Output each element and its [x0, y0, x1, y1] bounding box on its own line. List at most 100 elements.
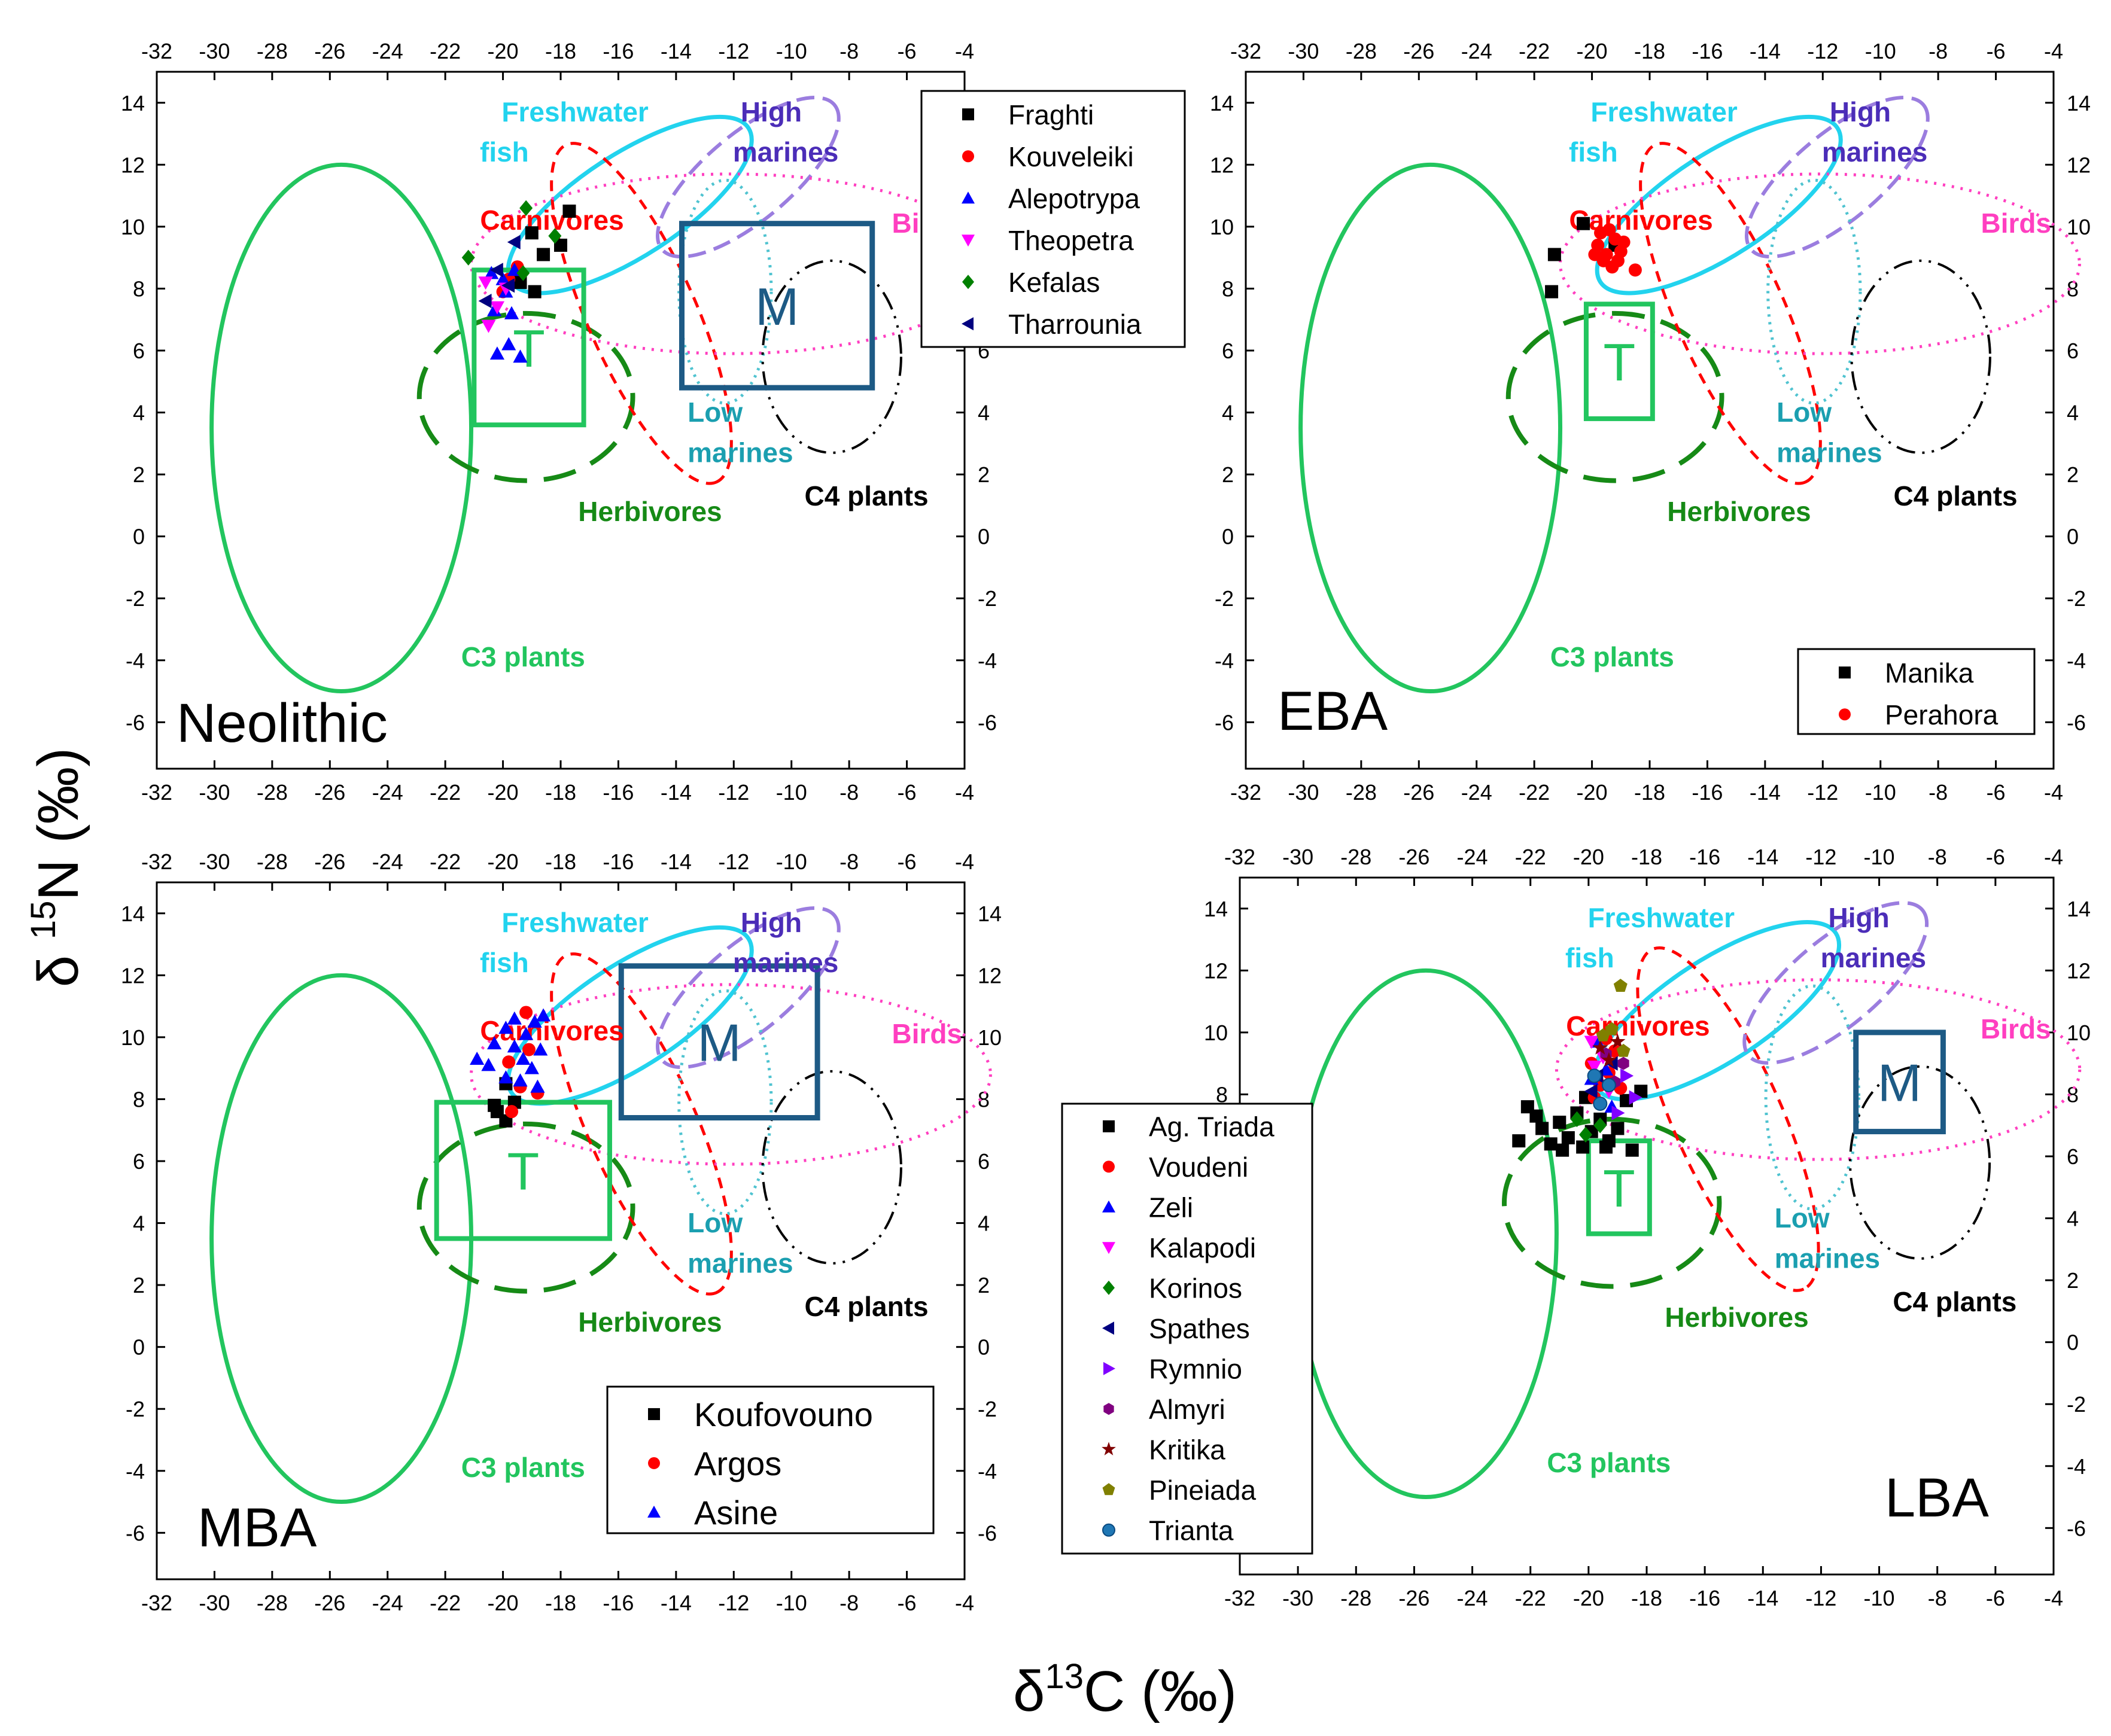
data-point — [1625, 1143, 1639, 1157]
legend-marker — [1102, 1242, 1115, 1254]
y-tick-label-left: 8 — [133, 276, 145, 301]
legend-marker — [1102, 1321, 1114, 1335]
x-tick-label-top: -32 — [1224, 845, 1255, 869]
data-point — [1584, 1035, 1599, 1049]
series-tharrounia — [478, 234, 521, 309]
y-tick-label-right: 10 — [978, 1025, 1002, 1050]
y-tick-label-left: 0 — [1222, 525, 1234, 549]
label-c4: C4 plants — [805, 1291, 929, 1322]
data-point — [507, 1039, 522, 1053]
data-point — [507, 1011, 522, 1025]
x-tick-label-bottom: -22 — [430, 1591, 461, 1615]
x-tick-label-bottom: -16 — [603, 1591, 634, 1615]
region-label-M: M — [698, 1013, 741, 1073]
data-points — [470, 1006, 551, 1128]
data-point — [502, 1055, 516, 1069]
data-point — [513, 1073, 528, 1087]
label-high: High — [741, 907, 802, 938]
data-point — [489, 263, 503, 278]
y-axis-label: δ 15N (‰) — [24, 748, 90, 988]
data-point — [1601, 1077, 1616, 1092]
y-tick-label-left: 8 — [133, 1087, 145, 1111]
x-tick-label-bottom: -18 — [1631, 1586, 1662, 1610]
data-point — [1613, 979, 1628, 992]
data-point — [478, 276, 493, 290]
data-point — [527, 1014, 542, 1028]
y-tick-label-right: 2 — [978, 1273, 990, 1298]
panel-eba: -32-32-30-30-28-28-26-26-24-24-22-22-20-… — [1210, 39, 2091, 805]
y-tick-label-right: -4 — [978, 1459, 997, 1484]
y-tick-label-left: 8 — [1216, 1082, 1228, 1107]
y-tick-label-right: 6 — [2067, 1144, 2079, 1169]
panel-mba: -32-32-30-30-28-28-26-26-24-24-22-22-20-… — [121, 849, 1002, 1615]
x-tick-label-top: -10 — [776, 849, 807, 874]
x-tick-label-top: -18 — [545, 39, 576, 63]
x-tick-label-bottom: -8 — [839, 1591, 859, 1615]
x-tick-label-bottom: -28 — [1340, 1586, 1371, 1610]
data-point — [562, 205, 576, 218]
x-tick-label-top: -14 — [661, 849, 692, 874]
x-tick-label-bottom: -12 — [1805, 1586, 1836, 1610]
x-tick-label-bottom: -4 — [955, 1591, 974, 1615]
data-point — [1602, 223, 1616, 237]
data-points — [461, 200, 576, 363]
data-point — [1599, 1140, 1613, 1154]
y-tick-label-right: 10 — [2067, 215, 2091, 239]
y-tick-label-left: -2 — [1215, 586, 1234, 611]
label-freshwater: Freshwater — [1588, 902, 1735, 933]
x-tick-label-bottom: -20 — [1577, 780, 1608, 805]
legend: Ag. TriadaVoudeniZeliKalapodiKorinosSpat… — [1061, 1102, 1313, 1555]
label-freshwater: Freshwater — [1590, 96, 1738, 127]
legend-marker — [962, 150, 974, 163]
x-tick-label-bottom: -10 — [1864, 1586, 1895, 1610]
x-tick-label-bottom: -22 — [1515, 1586, 1546, 1610]
label-carnivores: Carnivores — [1569, 205, 1712, 236]
x-tick-label-top: -4 — [2044, 39, 2063, 63]
x-tick-label-bottom: -22 — [1519, 780, 1550, 805]
region-box-T — [1583, 301, 1655, 421]
legend-marker — [1839, 666, 1851, 679]
data-point — [461, 249, 475, 266]
y-tick-label-right: 0 — [2067, 1330, 2079, 1355]
data-point — [528, 285, 542, 299]
c4-plants-ellipse — [1850, 259, 1991, 454]
c3-plants-ellipse — [1298, 162, 1563, 694]
x-tick-label-bottom: -6 — [898, 1591, 917, 1615]
region-box-M — [679, 221, 875, 391]
series-kritika — [1592, 1033, 1626, 1067]
axes: -32-32-30-30-28-28-26-26-24-24-22-22-20-… — [121, 849, 1002, 1615]
x-tick-label-bottom: -30 — [1288, 780, 1319, 805]
legend-label: Tharrounia — [1008, 309, 1142, 340]
carnivores-ellipse — [550, 142, 733, 485]
legend-label: Fraghti — [1008, 99, 1094, 130]
data-point — [1529, 1109, 1543, 1123]
label-herbivores: Herbivores — [1667, 496, 1811, 527]
x-tick-label-top: -8 — [1929, 39, 1948, 63]
legend-label: Korinos — [1149, 1272, 1242, 1303]
data-point — [1617, 1056, 1629, 1070]
period-label: Neolithic — [177, 693, 388, 754]
data-point — [1587, 1060, 1602, 1074]
label-birds: Birds — [1981, 208, 2052, 239]
reference-regions: TM — [209, 906, 992, 1504]
data-point — [1576, 1140, 1590, 1154]
x-tick-label-top: -20 — [488, 849, 519, 874]
c4-plants-ellipse — [1849, 1065, 1991, 1260]
data-point — [504, 306, 519, 319]
data-point — [1577, 217, 1590, 230]
x-tick-label-bottom: -14 — [1747, 1586, 1778, 1610]
label-freshwater: Freshwater — [501, 96, 649, 127]
legend-marker — [1102, 1483, 1115, 1496]
x-tick-label-bottom: -28 — [257, 1591, 288, 1615]
low-marines-ellipse — [677, 989, 773, 1216]
y-tick-label-right: 14 — [2067, 897, 2091, 921]
y-tick-label-right: 0 — [978, 525, 990, 549]
data-point — [1611, 1105, 1625, 1120]
legend-label: Koufovouno — [694, 1396, 873, 1433]
data-point — [498, 1070, 513, 1084]
y-tick-label-left: 12 — [1204, 958, 1228, 983]
data-point — [525, 226, 539, 240]
legend: FraghtiKouveleikiAlepotrypaTheopetraKefa… — [920, 90, 1186, 348]
